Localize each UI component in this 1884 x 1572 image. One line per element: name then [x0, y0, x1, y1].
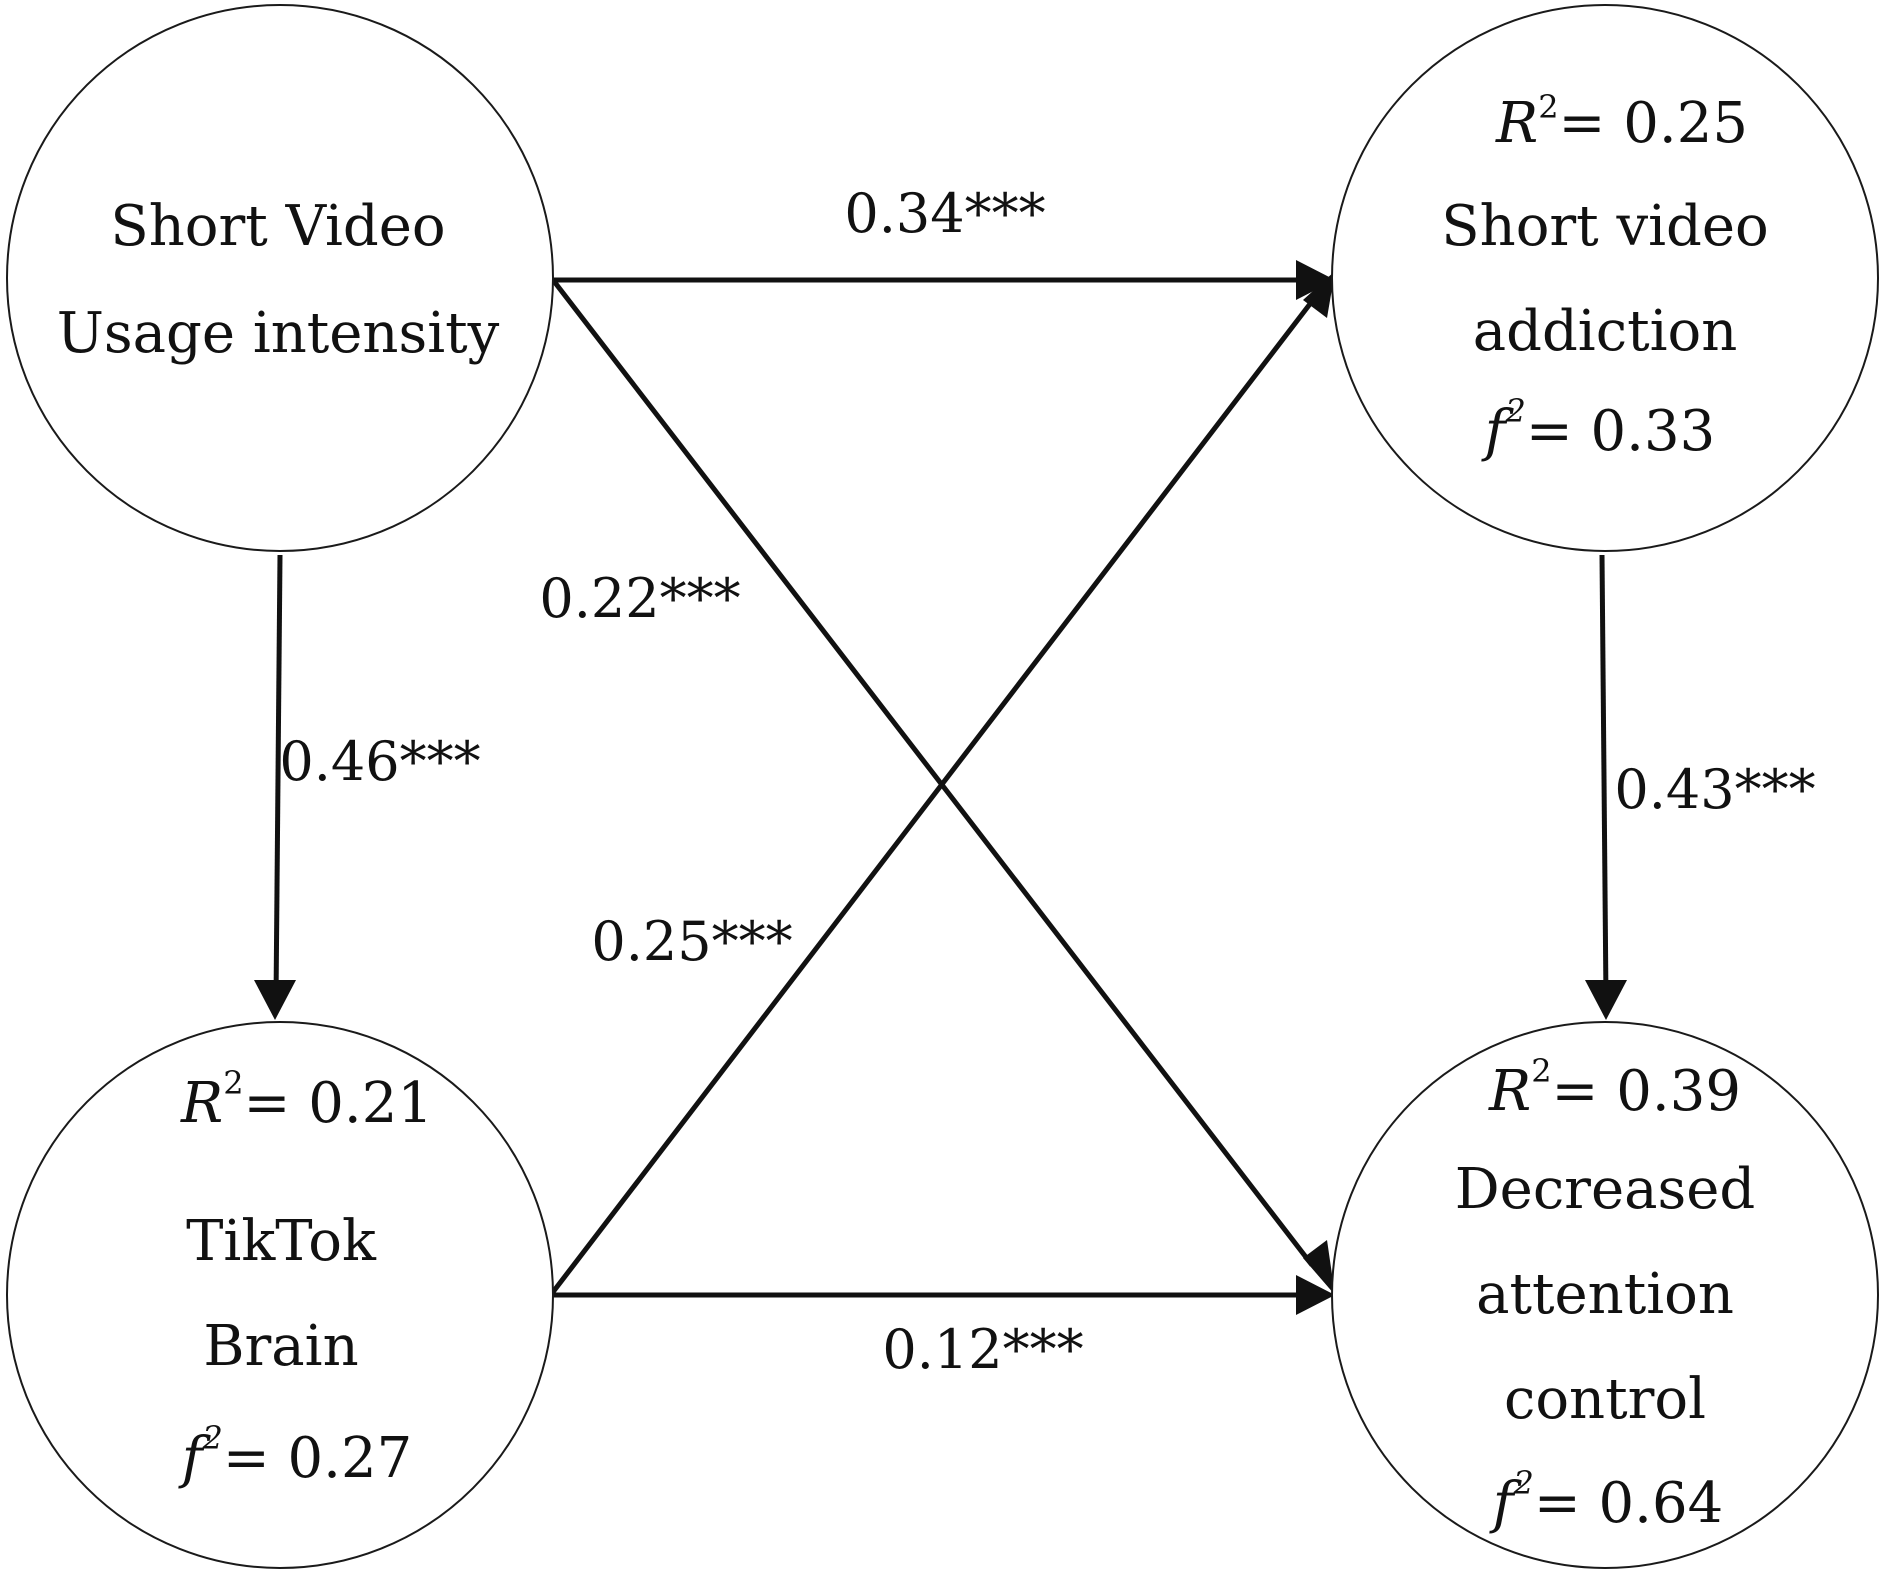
node-tiktok-brain	[6, 1021, 554, 1569]
tiktok-f2-stat: f2= 0.27	[178, 1419, 413, 1491]
edge-addiction-to-attention	[1599, 554, 1609, 1001]
attention-r2-stat: R2= 0.39	[1488, 1052, 1741, 1124]
attention-f2-stat: f2= 0.64	[1489, 1464, 1724, 1536]
edge-usage-to-tiktok	[273, 554, 283, 1001]
tiktok-r2-stat: R2= 0.21	[180, 1064, 433, 1136]
tiktok-label-line-2: Brain	[203, 1314, 358, 1379]
arrowhead-tiktok-to-addiction	[1303, 271, 1335, 318]
edge-tiktok-to-addiction	[551, 298, 1315, 1294]
node-decreased-attention-control	[1331, 1021, 1879, 1569]
addiction-label-line-1: Short video	[1441, 194, 1768, 259]
edge-usage-to-attention	[551, 278, 1314, 1267]
attention-label-line-1: Decreased	[1455, 1157, 1755, 1222]
attention-label-line-2: attention	[1476, 1262, 1734, 1327]
coef-addiction-to-attention: 0.43***	[1614, 758, 1815, 821]
node-short-video-addiction	[1331, 4, 1879, 552]
node-usage-intensity	[6, 4, 554, 552]
usage-label-line-1: Short Video	[110, 194, 445, 259]
usage-label-line-2: Usage intensity	[57, 301, 500, 366]
arrowhead-tiktok-to-attention	[1296, 1275, 1335, 1315]
coef-usage-to-addiction: 0.34***	[844, 182, 1045, 245]
tiktok-label-line-1: TikTok	[186, 1209, 377, 1274]
addiction-r2-stat: R2= 0.25	[1495, 88, 1748, 156]
arrowhead-usage-to-tiktok	[254, 980, 296, 1020]
arrowhead-addiction-to-attention	[1585, 980, 1627, 1020]
arrowhead-usage-to-attention	[1303, 1240, 1335, 1295]
addiction-f2-stat: f2= 0.33	[1481, 392, 1716, 464]
coef-usage-to-attention: 0.22***	[539, 567, 740, 630]
coef-tiktok-to-attention: 0.12***	[882, 1318, 1083, 1381]
coef-usage-to-tiktok: 0.46***	[279, 730, 480, 793]
addiction-label-line-2: addiction	[1473, 299, 1738, 364]
attention-label-line-3: control	[1504, 1367, 1706, 1432]
coef-tiktok-to-addiction: 0.25***	[591, 910, 792, 973]
arrowhead-usage-to-addiction	[1296, 260, 1335, 300]
